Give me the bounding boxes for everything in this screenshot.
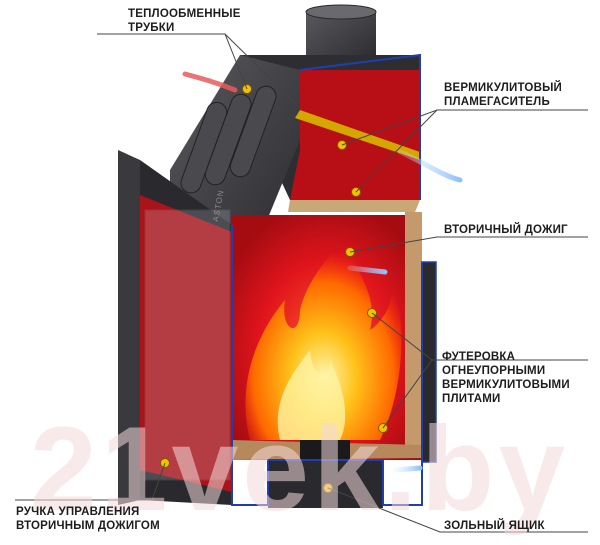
label-heat-exchange-tubes: ТЕПЛООБМЕННЫЕ ТРУБКИ [128,8,241,34]
casing-outline [231,225,423,506]
watermark: 21vek.by [30,402,570,536]
hood-outline [299,53,421,200]
glass-door [144,209,231,481]
heat-exchange-tubes [180,85,277,194]
label-afterburn-control-handle: РУЧКА УПРАВЛЕНИЯ ВТОРИЧНЫМ ДОЖИГОМ [16,506,160,532]
leader-lines [15,33,588,533]
label-refractory-lining: ФУТЕРОВКА ОГНЕУПОРНЫМИ ВЕРМИКУЛИТОВЫМИ П… [442,351,570,405]
vermiculite-lining [405,212,422,455]
label-flame-damper: ВЕРМИКУЛИТОВЫЙ ПЛАМЕГАСИТЕЛЬ [444,82,563,108]
airflow-arrows [277,82,463,473]
firebox-interior [140,195,232,492]
callout-markers [160,84,388,493]
label-ash-box: ЗОЛЬНЫЙ ЯЩИК [444,520,545,532]
label-secondary-afterburn: ВТОРИЧНЫЙ ДОЖИГ [444,224,568,236]
grate [300,440,350,460]
chimney-pipe [305,4,377,60]
front-frame [118,150,140,505]
fire-flame [245,230,402,440]
flame-damper-plate [295,110,420,160]
damper-plate-lower [288,200,420,212]
hot-air-arrows [182,71,238,93]
